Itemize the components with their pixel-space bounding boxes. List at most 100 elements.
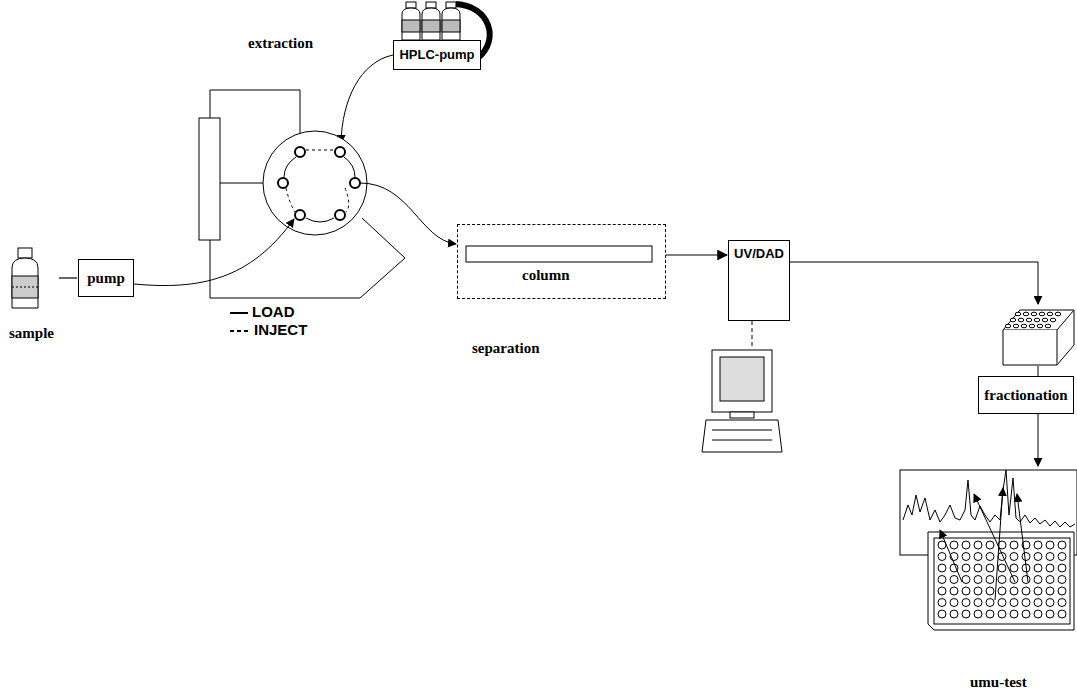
plate-well: [950, 610, 958, 618]
plate-well: [1034, 610, 1042, 618]
rack-well: [1050, 318, 1056, 322]
stage-label: extraction: [248, 35, 313, 52]
sample-bottle-node: sample: [3, 245, 59, 341]
detector-box: UV/DAD: [728, 240, 790, 321]
plate-well: [938, 599, 946, 607]
plate-well: [962, 541, 970, 549]
rack-well: [1015, 312, 1021, 316]
plate-well: [962, 610, 970, 618]
legend-text: INJECT: [254, 321, 307, 338]
node-label: umu-test: [970, 674, 1027, 691]
plate-well: [998, 610, 1006, 618]
rack-well: [1034, 318, 1040, 322]
plate-well: [986, 610, 994, 618]
computer: [702, 350, 782, 452]
plate-well: [938, 564, 946, 572]
plate-well: [998, 576, 1006, 584]
node-label: sample: [9, 325, 54, 342]
plate-well: [986, 599, 994, 607]
plate-well: [986, 553, 994, 561]
plate-well: [1010, 610, 1018, 618]
rack-well: [1039, 312, 1045, 316]
solvent-line: [341, 55, 393, 143]
flow-connector: [59, 277, 77, 278]
plate-well: [1034, 553, 1042, 561]
plate-well: [938, 576, 946, 584]
rack-well: [1021, 324, 1027, 328]
node-label: column: [522, 267, 570, 284]
plate-well: [1010, 599, 1018, 607]
sample-line: [134, 219, 294, 286]
plate-well: [974, 564, 982, 572]
plate-well: [962, 553, 970, 561]
six-port-valve: [263, 131, 367, 235]
plate-well: [962, 576, 970, 584]
plate-well: [950, 599, 958, 607]
plate-well: [1022, 576, 1030, 584]
plate-well: [950, 541, 958, 549]
rack-well: [1013, 324, 1019, 328]
plate-well: [1046, 541, 1054, 549]
plate-well: [998, 564, 1006, 572]
plate-well: [1034, 541, 1042, 549]
column-box: column: [457, 224, 666, 299]
rack-well: [1042, 318, 1048, 322]
fractionation-box: fractionation: [978, 376, 1074, 414]
plate-well: [1046, 599, 1054, 607]
rack-well: [1055, 312, 1061, 316]
plate-well: [1010, 553, 1018, 561]
umu-test-node: umu-test: [922, 528, 1075, 690]
node-label: fractionation: [984, 387, 1067, 404]
rack-link: [1038, 366, 1039, 376]
hplc-pump-box: HPLC-pump: [393, 40, 481, 70]
plate-well: [1046, 587, 1054, 595]
plate-well: [986, 587, 994, 595]
activity-arrows: [940, 488, 1028, 600]
eluent-line: [778, 262, 1038, 304]
extraction-column: [199, 118, 220, 240]
data-cable: [752, 321, 753, 348]
plate-well: [1058, 564, 1066, 572]
rack-well: [1010, 318, 1016, 322]
plate-well: [938, 610, 946, 618]
fraction-rack: [1003, 310, 1074, 365]
node-label: pump: [87, 270, 125, 287]
plate-well: [1058, 576, 1066, 584]
separation-column-tube: [466, 246, 652, 262]
legend-dashed: [230, 330, 250, 332]
rack-well: [1023, 312, 1029, 316]
plate-well: [1010, 564, 1018, 572]
plate-well: [974, 587, 982, 595]
plate-well: [1034, 576, 1042, 584]
plate-well: [1058, 553, 1066, 561]
plate-well: [974, 610, 982, 618]
valve-housing: [210, 90, 405, 298]
rack-well: [1029, 324, 1035, 328]
plate-well: [974, 541, 982, 549]
plate-well: [1046, 576, 1054, 584]
fraction-line: [1038, 414, 1039, 466]
plate-well: [950, 576, 958, 584]
plate-well: [1022, 599, 1030, 607]
valve-outlet-line: [360, 183, 456, 244]
plate-well: [962, 599, 970, 607]
plate-well: [998, 587, 1006, 595]
plate-well: [974, 576, 982, 584]
plate-well: [1022, 587, 1030, 595]
plate-well: [1010, 541, 1018, 549]
plate-well: [1034, 564, 1042, 572]
plate-well: [974, 553, 982, 561]
plate-well: [1010, 587, 1018, 595]
plate-well: [1022, 553, 1030, 561]
plate-well: [1058, 541, 1066, 549]
sample-bottle: [12, 248, 38, 308]
plate-well: [986, 564, 994, 572]
rack-well: [1018, 318, 1024, 322]
plate-well: [938, 587, 946, 595]
rack-well: [1037, 324, 1043, 328]
plate-well: [1034, 599, 1042, 607]
flow-connector: [666, 254, 727, 255]
node-label: HPLC-pump: [399, 48, 474, 62]
plate-well: [986, 576, 994, 584]
plate-well: [1046, 553, 1054, 561]
